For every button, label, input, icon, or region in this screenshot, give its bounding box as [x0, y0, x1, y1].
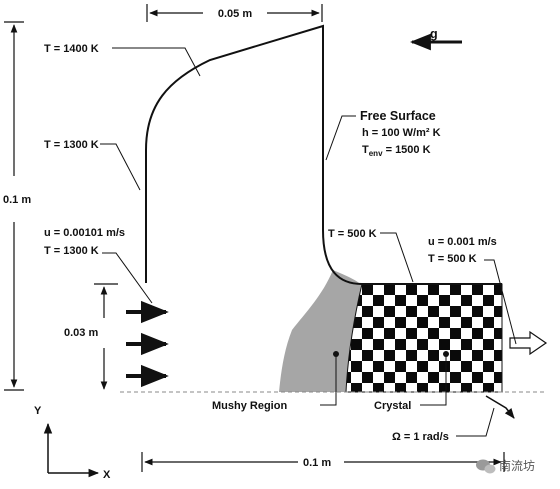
temp-side-label: T = 1300 K — [44, 139, 99, 151]
t-env-label: Tenv = 1500 K — [362, 144, 431, 158]
gravity-label: g — [430, 27, 438, 41]
melt-boundary — [145, 24, 502, 285]
leader-lines — [100, 47, 517, 437]
inlet-temp-label: T = 1300 K — [44, 245, 99, 257]
axis-y-label: Y — [34, 405, 42, 417]
mushy-region-label: Mushy Region — [212, 400, 287, 412]
temp-corner-label: T = 500 K — [328, 228, 377, 240]
crystal-region — [345, 283, 503, 393]
h-coeff-label: h = 100 W/m² K — [362, 127, 441, 139]
top-width-label: 0.05 m — [218, 8, 252, 20]
bottom-width-dimension: 0.1 m — [141, 452, 505, 472]
inlet-height-label: 0.03 m — [64, 327, 98, 339]
height-dimension: 0.1 m — [3, 21, 31, 391]
wechat-icon — [476, 459, 496, 474]
crystal-label: Crystal — [374, 400, 411, 412]
watermark-text: 南流坊 — [499, 458, 535, 473]
axis-x-label: X — [103, 469, 111, 481]
rotation-label: Ω = 1 rad/s — [392, 431, 449, 443]
temp-top-label: T = 1400 K — [44, 43, 99, 55]
top-width-dimension: 0.05 m — [146, 4, 323, 22]
coordinate-axes: Y X — [34, 405, 111, 481]
height-label: 0.1 m — [3, 194, 31, 206]
outflow-arrow-icon — [509, 330, 548, 356]
inflow-arrow-icon — [126, 300, 169, 388]
watermark: 南流坊 — [476, 458, 535, 474]
inlet-height-dimension: 0.03 m — [64, 283, 118, 390]
crystal-temp-label: T = 500 K — [428, 253, 477, 265]
inlet-velocity-label: u = 0.00101 m/s — [44, 227, 125, 239]
free-surface-label: Free Surface — [360, 109, 436, 123]
bottom-width-label: 0.1 m — [303, 457, 331, 469]
mushy-region — [279, 270, 364, 392]
crystal-velocity-label: u = 0.001 m/s — [428, 236, 497, 248]
rotation-arrow-icon — [485, 395, 515, 419]
